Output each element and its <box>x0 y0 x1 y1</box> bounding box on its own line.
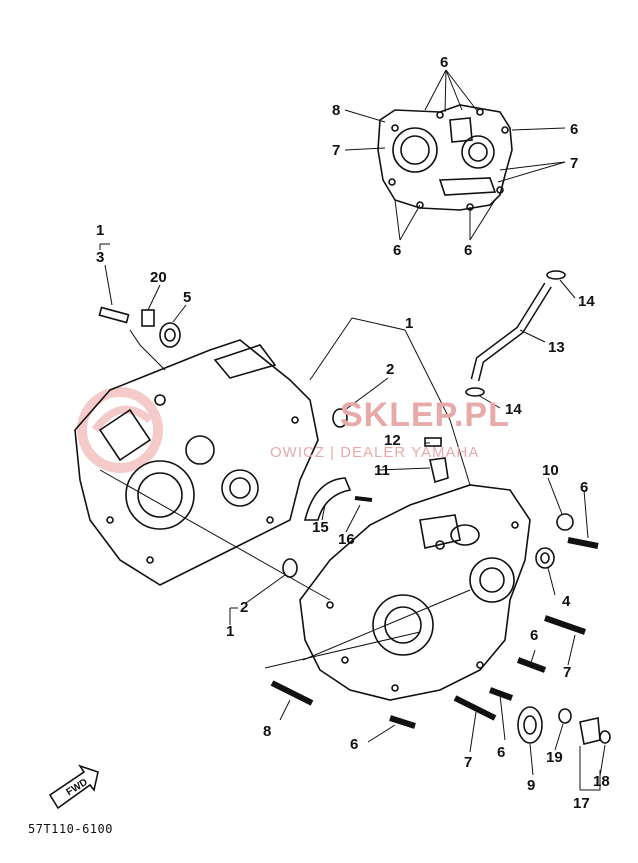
callout-20: 20 <box>150 269 167 286</box>
callout-11: 11 <box>374 462 390 479</box>
callout-1-mid: 1 <box>405 315 414 332</box>
callout-2-b: 2 <box>240 599 249 616</box>
callout-3: 3 <box>96 249 105 266</box>
callout-6-d: 6 <box>464 242 473 259</box>
callout-6-e: 6 <box>580 479 589 496</box>
callout-7-d: 7 <box>464 754 473 771</box>
callout-19: 19 <box>546 749 563 766</box>
callout-4: 4 <box>562 593 571 610</box>
left-crankcase-half <box>74 339 319 586</box>
callout-6-f: 6 <box>530 627 539 644</box>
callout-12: 12 <box>384 432 401 449</box>
callout-8-top: 8 <box>332 102 341 119</box>
callout-18: 18 <box>593 773 610 790</box>
callout-2-a: 2 <box>386 361 395 378</box>
watermark-logo <box>77 387 163 473</box>
callout-17: 17 <box>573 795 590 812</box>
callout-15: 15 <box>312 519 329 536</box>
leader-lines-top <box>344 69 566 241</box>
watermark-text: SKLEP.PL <box>340 396 510 434</box>
callout-8-low: 8 <box>263 723 272 740</box>
callout-6-h: 6 <box>350 736 359 753</box>
callout-10: 10 <box>542 462 559 479</box>
callout-5: 5 <box>183 289 192 306</box>
fwd-arrow-icon <box>48 764 99 810</box>
right-crankcase-half <box>299 484 531 701</box>
callout-1-low: 1 <box>226 623 235 640</box>
callout-13: 13 <box>548 339 565 356</box>
small-parts <box>98 270 611 745</box>
callout-7-c: 7 <box>563 664 572 681</box>
leader-lines-main <box>99 243 606 791</box>
callout-7-a: 7 <box>332 142 341 159</box>
callout-14-a: 14 <box>578 293 595 310</box>
callout-6-g: 6 <box>497 744 506 761</box>
callout-14-b: 14 <box>505 401 522 418</box>
part-code: 57T110-6100 <box>28 822 113 836</box>
crankcase-cover-view <box>377 104 513 211</box>
callout-9: 9 <box>527 777 536 794</box>
callout-6-a: 6 <box>440 54 449 71</box>
callout-16: 16 <box>338 531 355 548</box>
callout-1-top: 1 <box>96 222 105 239</box>
callout-6-c: 6 <box>393 242 402 259</box>
callout-6-b: 6 <box>570 121 579 138</box>
callout-7-b: 7 <box>570 155 579 172</box>
watermark-subtext: OWICZ | DEALER YAMAHA <box>270 444 480 461</box>
